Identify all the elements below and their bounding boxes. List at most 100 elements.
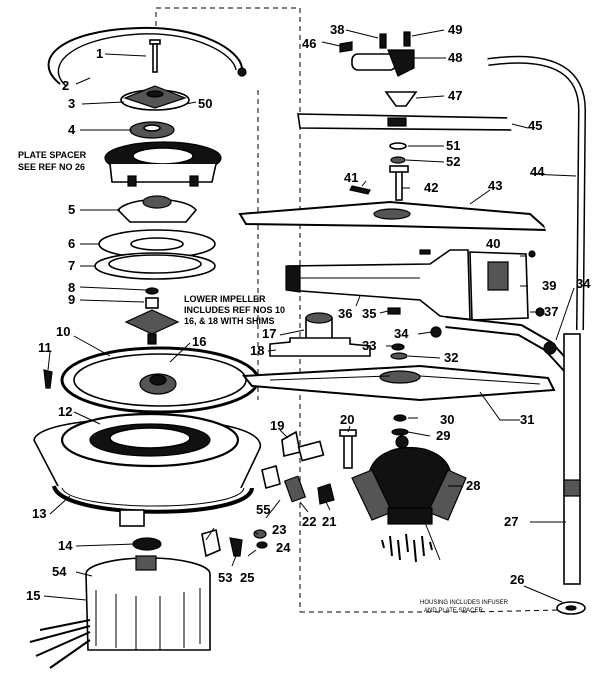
part-34-fitting — [430, 326, 442, 338]
callout-27: 27 — [504, 514, 518, 529]
callout-29: 29 — [436, 428, 450, 443]
part-17-coupling — [305, 312, 333, 341]
part-37-nut — [535, 307, 545, 317]
callout-4: 4 — [68, 122, 76, 137]
callout-44: 44 — [530, 164, 545, 179]
callout-43: 43 — [488, 178, 502, 193]
leader-lines — [43, 29, 577, 603]
part-15-motor — [85, 555, 211, 651]
part-5-cover — [116, 195, 198, 223]
part-49-screw — [403, 31, 411, 47]
callout-6: 6 — [68, 236, 75, 251]
part-23-nut — [253, 529, 267, 539]
diffuser-splash-pattern — [381, 533, 433, 563]
callout-36: 36 — [338, 306, 352, 321]
lower-impeller-note-line2: INCLUDES REF NOS 10 — [184, 305, 285, 315]
callout-48: 48 — [448, 50, 462, 65]
callout-53: 53 — [218, 570, 232, 585]
callout-41: 41 — [344, 170, 358, 185]
part-35-screw — [387, 307, 401, 315]
callout-32: 32 — [444, 350, 458, 365]
plate-spacer-note-line2: SEE REF NO 26 — [18, 162, 85, 172]
part-41-screw — [349, 185, 371, 195]
part-40-screws — [419, 249, 536, 258]
part-10-pump-body — [60, 346, 260, 414]
callout-40: 40 — [486, 236, 500, 251]
callout-38-top: 38 — [330, 22, 344, 37]
callout-25: 25 — [240, 570, 254, 585]
housing-note-line2: AND PLATE SPACER — [424, 608, 483, 614]
callout-46: 46 — [302, 36, 316, 51]
plate-spacer-note-line1: PLATE SPACER — [18, 150, 87, 160]
callout-1: 1 — [96, 46, 103, 61]
part-6-gasket — [98, 229, 216, 259]
part-45-support-bar — [297, 113, 513, 131]
part-1-screw — [149, 39, 161, 73]
callout-13: 13 — [32, 506, 46, 521]
part-43-upper-spray-arm — [238, 200, 551, 232]
callout-42: 42 — [424, 180, 438, 195]
part-42-bolt — [389, 165, 409, 201]
callout-19: 19 — [270, 418, 284, 433]
callout-52: 52 — [446, 154, 460, 169]
part-13-clamp-ring — [52, 485, 254, 527]
part-51-washer — [389, 142, 407, 150]
hose-segment — [297, 440, 325, 462]
callout-34-right: 34 — [576, 276, 591, 291]
part-4-gear — [129, 121, 175, 139]
part-28-housing — [351, 435, 467, 525]
lower-impeller-note-line3: 16, & 18 WITH SHIMS — [184, 316, 275, 326]
plate-spacer — [104, 141, 222, 187]
callout-labels: 1 2 3 50 4 5 6 7 8 9 10 11 16 12 13 14 5… — [26, 22, 591, 603]
part-44-supply-tube — [487, 55, 587, 331]
callout-50: 50 — [198, 96, 212, 111]
callout-22: 22 — [302, 514, 316, 529]
part-47-cap — [384, 91, 418, 107]
part-33-washer — [391, 343, 405, 351]
part-36-feed-tube — [285, 249, 471, 321]
part-31-lower-spray-arm — [242, 364, 556, 402]
part-9-lower-impeller — [124, 297, 180, 345]
callout-3: 3 — [68, 96, 75, 111]
callout-23: 23 — [272, 522, 286, 537]
callout-10: 10 — [56, 324, 70, 339]
callout-54: 54 — [52, 564, 67, 579]
part-25-screw — [229, 537, 243, 557]
part-20-bolt — [339, 429, 357, 469]
part-48-valve-housing — [351, 49, 415, 77]
callout-35: 35 — [362, 306, 376, 321]
callout-21: 21 — [322, 514, 336, 529]
callout-30-lower: 30 — [440, 412, 454, 427]
part-2-clamp-wire — [47, 26, 247, 87]
callout-20: 20 — [340, 412, 354, 427]
callout-34-left: 34 — [394, 326, 409, 341]
callout-45: 45 — [528, 118, 542, 133]
part-14-seal — [132, 537, 162, 551]
callout-8: 8 — [68, 280, 75, 295]
callout-14: 14 — [58, 538, 73, 553]
callout-31: 31 — [520, 412, 534, 427]
callout-18: 18 — [250, 343, 264, 358]
callout-7: 7 — [68, 258, 75, 273]
callout-33: 33 — [362, 338, 376, 353]
callout-2: 2 — [62, 78, 69, 93]
part-21-clip — [317, 483, 335, 505]
callout-5: 5 — [68, 202, 75, 217]
feed-elbow-hose — [445, 316, 575, 375]
callout-39: 39 — [542, 278, 556, 293]
lower-impeller-note-line1: LOWER IMPELLER — [184, 294, 266, 304]
part-46-seal — [339, 41, 353, 53]
part-29-washer — [391, 428, 409, 436]
part-3-hub — [120, 85, 190, 111]
callout-9: 9 — [68, 292, 75, 307]
part-12-housing — [33, 412, 261, 491]
callout-51: 51 — [446, 138, 460, 153]
callout-49: 49 — [448, 22, 462, 37]
part-26-plate-spacer — [556, 601, 586, 615]
callout-55: 55 — [256, 502, 270, 517]
callout-47: 47 — [448, 88, 462, 103]
callout-37: 37 — [544, 304, 558, 319]
callout-24: 24 — [276, 540, 291, 555]
housing-note-line1: HOUSING INCLUDES INFUSER — [420, 600, 509, 606]
part-38-screw — [379, 33, 387, 49]
